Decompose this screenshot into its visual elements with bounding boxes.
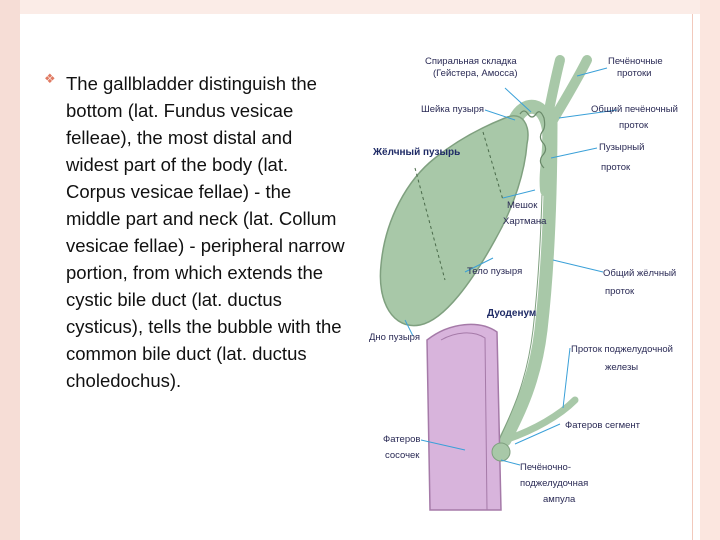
label-duodenum: Дуоденум: [487, 308, 536, 319]
slide-frame-rule: [692, 14, 693, 540]
hepatic-ducts-shape: [542, 55, 592, 125]
label-pancreatic-line2: железы: [605, 362, 638, 373]
duodenum-shape: [426, 323, 502, 511]
leader-vater-papilla: [420, 439, 466, 451]
label-common-hepatic-line1: Общий печёночный: [591, 104, 678, 115]
cystic-duct-shape: [508, 99, 557, 197]
label-hartmann-line1: Мешок: [507, 200, 538, 211]
slide-frame-right: [700, 0, 720, 540]
leader-pancreatic: [562, 347, 571, 409]
label-fundus: Дно пузыря: [369, 332, 420, 343]
slide-frame-top: [20, 0, 720, 14]
label-common-hepatic-line2: проток: [619, 120, 649, 131]
label-common-bile-line2: проток: [605, 286, 635, 297]
label-hepatic-ducts-line1: Печёночные: [608, 56, 663, 67]
label-ampulla-line1: Печёночно-: [520, 462, 571, 473]
label-cystic-duct-line1: Пузырный: [599, 142, 644, 153]
leader-body: [464, 257, 494, 273]
label-pancreatic-line1: Проток поджелудочной: [571, 344, 673, 355]
leader-common-bile: [552, 259, 604, 273]
leader-cystic-duct: [550, 147, 598, 159]
gallbladder-anatomy-diagram: Спиральная складка (Гейстера, Амосса) Пе…: [369, 55, 678, 511]
leader-fundus: [404, 319, 414, 337]
leader-hartmann: [502, 189, 536, 199]
label-vater-papilla-line1: Фатеров: [383, 434, 420, 445]
leader-ampulla: [500, 459, 521, 466]
ampulla-shape: [491, 442, 511, 462]
label-hartmann-line2: Хартмана: [503, 216, 547, 227]
label-neck: Шейка пузыря: [421, 104, 484, 115]
leader-neck: [484, 109, 516, 121]
slide-body-text: The gallbladder distinguish the bottom (…: [66, 73, 345, 391]
label-spiral-fold-line1: Спиральная складка: [425, 56, 517, 67]
region-divider-body: [414, 167, 446, 281]
leader-vater-segment: [514, 423, 561, 445]
label-body: Тело пузыря: [467, 266, 522, 277]
label-vater-segment: Фатеров сегмент: [565, 420, 641, 431]
leader-common-hepatic: [558, 109, 618, 119]
slide-frame-left: [0, 0, 20, 540]
label-ampulla-line2: поджелудочная: [520, 478, 588, 489]
leader-spiral-fold: [504, 87, 532, 113]
pancreatic-duct-shape: [501, 396, 579, 444]
label-common-bile-line1: Общий жёлчный: [603, 268, 676, 279]
label-hepatic-ducts-line2: протоки: [617, 68, 652, 79]
leader-hepatic-ducts: [576, 67, 608, 77]
spiral-fold-pattern: [519, 110, 547, 169]
label-gallbladder: Жёлчный пузырь: [372, 147, 460, 158]
bullet-diamond-icon: ❖: [44, 72, 56, 87]
duodenum-inner-wall: [440, 332, 488, 511]
label-spiral-fold-line2: (Гейстера, Амосса): [433, 68, 517, 79]
label-vater-papilla-line2: сосочек: [385, 450, 420, 461]
gallbladder-shape: [379, 115, 529, 327]
label-cystic-duct-line2: проток: [601, 162, 631, 173]
label-ampulla-line3: ампула: [543, 494, 576, 505]
